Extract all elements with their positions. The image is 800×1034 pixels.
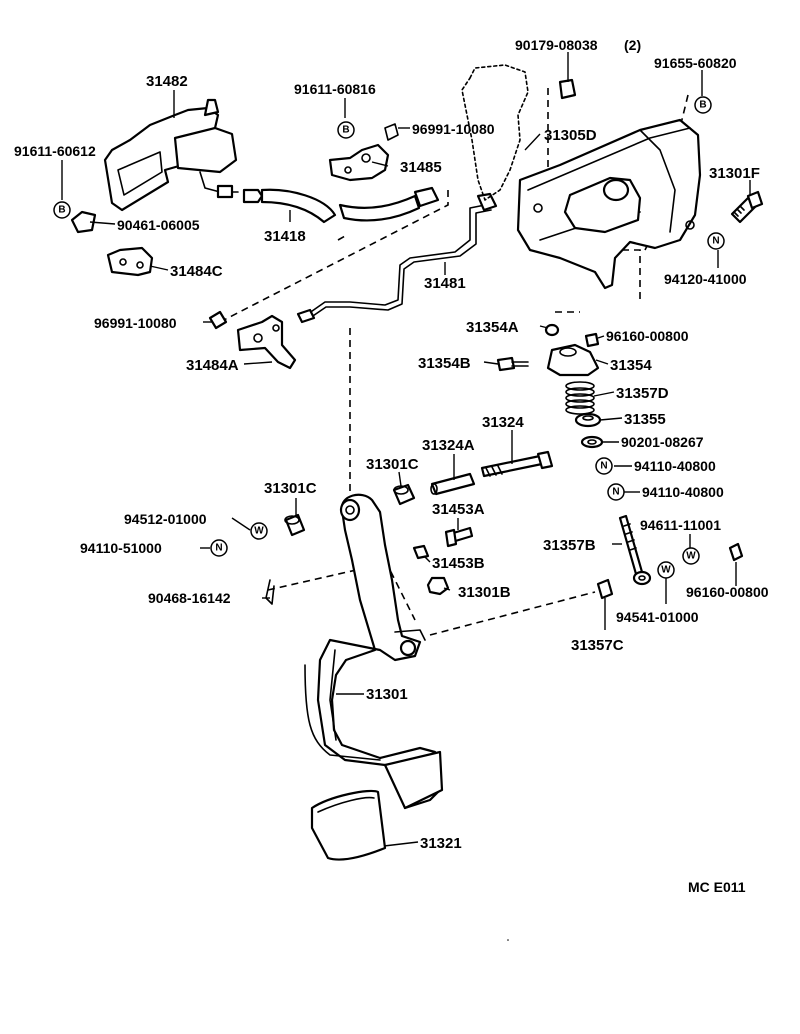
pushrod-31357B bbox=[618, 514, 652, 586]
symbol-n-3: N bbox=[607, 483, 625, 501]
label-94110-40800-b: 94110-40800 bbox=[642, 484, 724, 500]
label-90179-08038: 90179-08038 bbox=[515, 37, 598, 53]
hose-31418 bbox=[242, 186, 440, 224]
label-31301F: 31301F bbox=[709, 165, 760, 182]
label-31301: 31301 bbox=[366, 686, 408, 703]
label-94120-41000: 94120-41000 bbox=[664, 271, 747, 287]
svg-text:B: B bbox=[699, 100, 706, 111]
bushing-31301C-mid bbox=[392, 483, 416, 506]
bracket-31485 bbox=[328, 123, 399, 182]
label-31453B: 31453B bbox=[432, 555, 485, 572]
tube-31481 bbox=[296, 192, 498, 324]
svg-text:N: N bbox=[612, 487, 619, 498]
label-90179-qty: (2) bbox=[624, 37, 641, 53]
bushing-31301C-left bbox=[284, 513, 306, 537]
svg-text:W: W bbox=[661, 565, 671, 576]
label-94110-51000: 94110-51000 bbox=[80, 540, 162, 556]
leader-lines bbox=[61, 52, 751, 847]
label-90201-08267: 90201-08267 bbox=[621, 434, 704, 450]
label-31324: 31324 bbox=[482, 414, 524, 431]
label-31321: 31321 bbox=[420, 835, 462, 852]
label-94512-01000: 94512-01000 bbox=[124, 511, 207, 527]
nut-31357C bbox=[596, 578, 614, 600]
label-90461-06005: 90461-06005 bbox=[117, 217, 200, 233]
master-cylinder-31482 bbox=[103, 98, 239, 212]
label-31301B: 31301B bbox=[458, 584, 511, 601]
label-31354A: 31354A bbox=[466, 319, 519, 336]
svg-text:B: B bbox=[342, 125, 349, 136]
label-91655-60820: 91655-60820 bbox=[654, 55, 737, 71]
svg-text:W: W bbox=[686, 551, 696, 562]
label-31484C: 31484C bbox=[170, 263, 223, 280]
bracket-31484A bbox=[208, 310, 297, 370]
label-31484A: 31484A bbox=[186, 357, 239, 374]
label-31357D: 31357D bbox=[616, 385, 669, 402]
part-labels: 90179-08038 (2) 91655-60820 31482 91611-… bbox=[14, 37, 769, 895]
label-31355: 31355 bbox=[624, 411, 666, 428]
label-96991-10080-top: 96991-10080 bbox=[412, 121, 495, 137]
svg-text:N: N bbox=[600, 461, 607, 472]
label-31485: 31485 bbox=[400, 159, 442, 176]
label-96160-00800-top: 96160-00800 bbox=[606, 328, 689, 344]
symbol-w-2: W bbox=[682, 547, 700, 565]
label-31482: 31482 bbox=[146, 73, 188, 90]
pedal-lever-31301 bbox=[304, 493, 444, 810]
symbol-w-3: W bbox=[657, 561, 675, 579]
label-96991-10080-left: 96991-10080 bbox=[94, 315, 177, 331]
support-bracket-31305D bbox=[461, 64, 702, 290]
label-31418: 31418 bbox=[264, 228, 306, 245]
bushing-31301B bbox=[426, 576, 450, 596]
symbol-b-3: B bbox=[694, 96, 712, 114]
svg-text:N: N bbox=[712, 236, 719, 247]
symbol-n-2: N bbox=[595, 457, 613, 475]
nut-96160-bottom bbox=[728, 542, 744, 562]
symbol-b-2: B bbox=[53, 201, 71, 219]
label-31481: 31481 bbox=[424, 275, 466, 292]
label-31305D: 31305D bbox=[544, 127, 597, 144]
svg-text:N: N bbox=[215, 543, 222, 554]
label-31357B: 31357B bbox=[543, 537, 596, 554]
symbol-w-1: W bbox=[250, 522, 268, 540]
pin-31324 bbox=[480, 450, 554, 478]
label-91611-60612: 91611-60612 bbox=[14, 143, 96, 159]
clip-90468 bbox=[265, 579, 275, 605]
label-94611-11001: 94611-11001 bbox=[640, 517, 721, 533]
label-31357C: 31357C bbox=[571, 637, 624, 654]
label-94541-01000: 94541-01000 bbox=[616, 609, 699, 625]
svg-text:B: B bbox=[58, 205, 65, 216]
label-31453A: 31453A bbox=[432, 501, 485, 518]
bracket-31484C bbox=[70, 210, 154, 277]
label-96160-00800-bottom: 96160-00800 bbox=[686, 584, 769, 600]
bolt-31453A bbox=[444, 526, 474, 548]
nut-31453B bbox=[412, 544, 430, 560]
symbol-n-1: N bbox=[707, 232, 725, 250]
label-31301C-mid: 31301C bbox=[366, 456, 419, 473]
svg-text:W: W bbox=[254, 526, 264, 537]
symbol-b-1: B bbox=[337, 121, 355, 139]
label-90468-16142: 90468-16142 bbox=[148, 590, 231, 606]
label-31354B: 31354B bbox=[418, 355, 471, 372]
collar-31324A bbox=[430, 472, 476, 496]
label-31354: 31354 bbox=[610, 357, 652, 374]
pedal-pad-31321 bbox=[310, 789, 387, 861]
label-31301C-left: 31301C bbox=[264, 480, 317, 497]
label-91611-60816: 91611-60816 bbox=[294, 81, 376, 97]
spring-31357D bbox=[565, 381, 595, 415]
speck bbox=[507, 939, 509, 941]
bolt-31301F bbox=[730, 190, 764, 224]
symbol-n-4: N bbox=[210, 539, 228, 557]
label-31324A: 31324A bbox=[422, 437, 475, 454]
label-94110-40800-a: 94110-40800 bbox=[634, 458, 716, 474]
spring-assembly bbox=[496, 323, 604, 449]
diagram-code: MC E011 bbox=[688, 879, 746, 895]
